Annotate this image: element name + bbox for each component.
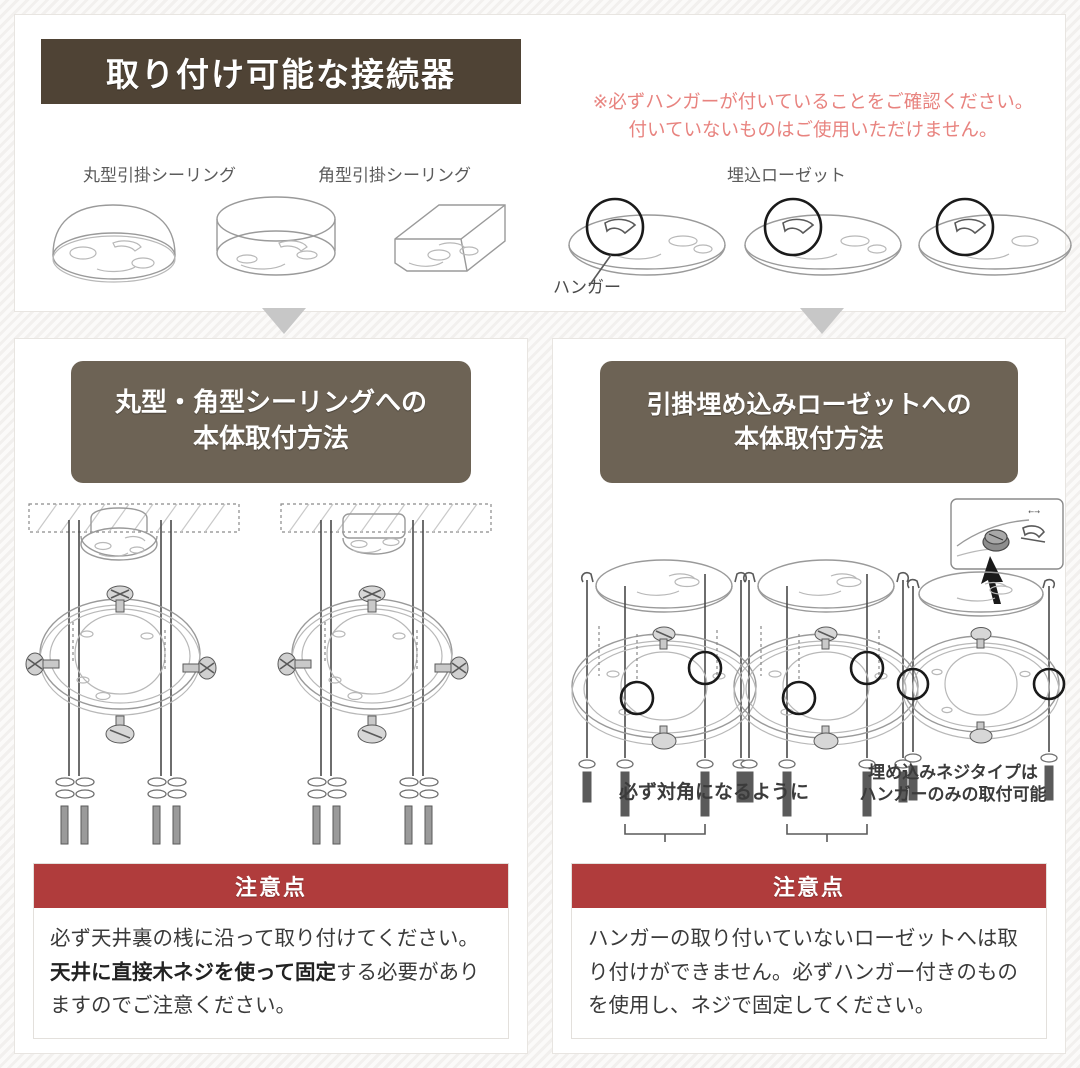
compatible-connectors-card: 取り付け可能な接続器 ※必ずハンガーが付いていることをご確認ください。 付いてい… — [14, 14, 1072, 312]
caution-heading-text-right: 注意点 — [772, 876, 845, 902]
detail-pointer-arrow — [981, 556, 1003, 604]
side-screw-right — [182, 656, 217, 680]
rosette-mount-caution: 注意点 ハンガーの取り付いていないローゼットへは取り付けができません。必ずハンガ… — [571, 863, 1047, 1039]
embedded-screw-note-line-2: ハンガーのみの取付可能 — [859, 785, 1047, 806]
rosette-mount-title-line-2: 本体取付方法 — [733, 424, 884, 453]
round-ceiling-assembly — [25, 503, 240, 845]
rosette-illustrations — [568, 197, 1072, 287]
round-ceiling-icon — [52, 204, 176, 283]
side-screw-left — [25, 652, 60, 676]
bottom-screw — [357, 715, 387, 744]
rosette-mount-panel: 引掛埋め込みローゼットへの 本体取付方法 ←→ — [552, 338, 1066, 1054]
top-screw — [358, 585, 386, 613]
caution-heading-bar-right: 注意点 — [572, 864, 1046, 909]
flow-arrow-right — [800, 308, 844, 334]
side-screw-right — [434, 656, 469, 680]
washers-and-screws-left — [307, 777, 347, 845]
hanger-warning-line-1: ※必ずハンガーが付いていることをご確認ください。 — [592, 92, 1034, 113]
caution-heading-text: 注意点 — [234, 876, 307, 902]
washers-and-screws-left — [55, 777, 95, 845]
square-ceiling-icon — [394, 204, 506, 272]
caution-text-bold: 天井に直接木ネジを使って固定 — [50, 959, 336, 984]
section-banner-title: 取り付け可能な接続器 — [106, 54, 456, 94]
ceiling-mount-title-line-2: 本体取付方法 — [192, 424, 349, 454]
embedded-screw-detail-inset: ←→ — [950, 498, 1064, 570]
rosette-mount-title: 引掛埋め込みローゼットへの 本体取付方法 — [600, 361, 1018, 483]
ceiling-mount-caution: 注意点 必ず天井裏の桟に沿って取り付けてください。天井に直接木ネジを使って固定す… — [33, 863, 509, 1039]
label-round-ceiling: 丸型引掛シーリング — [83, 166, 236, 186]
caution-body-right: ハンガーの取り付いていないローゼットへは取り付けができません。必ずハンガー付きの… — [588, 926, 1018, 1017]
rosette-mount-title-line-1: 引掛埋め込みローゼットへの — [646, 389, 972, 419]
ceiling-mount-panel: 丸型・角型シーリングへの 本体取付方法 — [14, 338, 528, 1054]
embedded-screw-note: 埋め込みネジタイプは ハンガーのみの取付可能 — [853, 762, 1053, 806]
hanger-callout-label: ハンガー — [553, 278, 621, 298]
label-embedded-rosette: 埋込ローゼット — [727, 166, 846, 186]
flow-arrow-left — [262, 308, 306, 334]
rosette-with-hanger-1 — [568, 197, 726, 287]
round-ceiling-icon-2 — [216, 196, 336, 276]
ceiling-mount-title: 丸型・角型シーリングへの 本体取付方法 — [71, 361, 471, 483]
bottom-screw — [105, 715, 135, 744]
inset-arrow-mark: ←→ — [1028, 508, 1040, 516]
rosette-with-hanger-3 — [918, 197, 1072, 276]
top-screw — [106, 585, 134, 613]
rosette-assembly-3 — [896, 571, 1066, 801]
washers-and-screws-right — [399, 777, 439, 845]
connector-illustrations — [52, 196, 506, 283]
washers-and-screws-right — [147, 777, 187, 845]
hanger-warning-text: ※必ずハンガーが付いていることをご確認ください。 付いていないものはご使用いただ… — [555, 89, 1071, 145]
square-ceiling-assembly — [277, 503, 492, 845]
hanger-warning-line-2: 付いていないものはご使用いただけません。 — [628, 119, 998, 141]
caution-heading-bar: 注意点 — [34, 864, 508, 909]
rosette-assembly-1 — [571, 559, 757, 842]
rosette-assembly-2 — [733, 559, 919, 842]
diagonal-note: 必ず対角になるように — [618, 781, 809, 803]
ceiling-mount-diagram — [15, 494, 527, 845]
side-screw-left — [277, 652, 312, 676]
rosette-with-hanger-2 — [744, 197, 902, 276]
section-banner: 取り付け可能な接続器 — [41, 39, 521, 104]
caution-text-plain-2: する必要がありますのでご注意ください。 — [50, 959, 480, 1017]
caution-text-plain-1: 必ず天井裏の桟に沿って取り付けてください。 — [50, 926, 479, 951]
caution-body-left: 必ず天井裏の桟に沿って取り付けてください。天井に直接木ネジを使って固定する必要が… — [34, 908, 508, 1038]
embedded-screw-note-line-1: 埋め込みネジタイプは — [868, 763, 1038, 783]
ceiling-mount-title-line-1: 丸型・角型シーリングへの — [114, 388, 427, 419]
rosette-mount-diagram: ←→ — [553, 494, 1066, 844]
label-square-ceiling: 角型引掛シーリング — [318, 166, 471, 186]
